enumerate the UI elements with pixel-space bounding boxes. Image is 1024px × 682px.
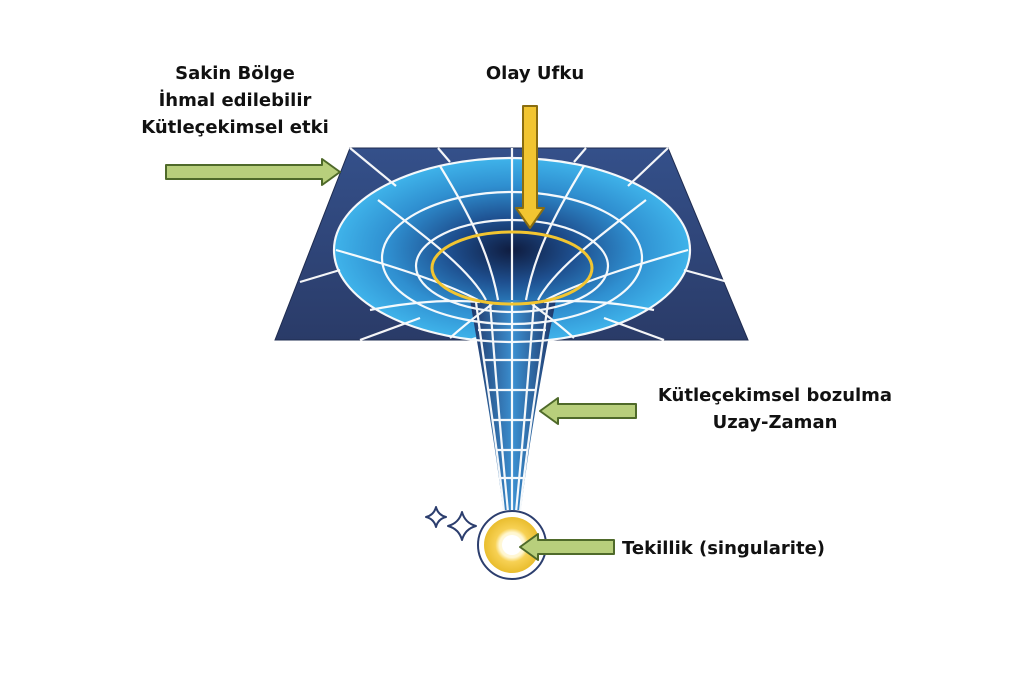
distortion-line-2: Uzay-Zaman — [712, 412, 838, 433]
event-horizon-ring — [430, 230, 594, 306]
event-horizon-label: Olay Ufku — [470, 60, 600, 87]
calm-zone-line-1: Sakin Bölge — [175, 63, 295, 84]
singularity-text: Tekillik (singularite) — [622, 538, 826, 559]
event-horizon-arrow — [515, 105, 545, 229]
calm-zone-arrow — [165, 158, 341, 186]
distortion-line-1: Kütleçekimsel bozulma — [657, 385, 893, 406]
calm-zone-label: Sakin Bölge İhmal edilebilir Kütleçekims… — [100, 60, 370, 141]
calm-zone-line-2: İhmal edilebilir — [158, 90, 312, 111]
distortion-arrow — [539, 397, 637, 425]
singularity-arrow — [519, 533, 615, 561]
event-horizon-text: Olay Ufku — [485, 63, 585, 84]
calm-zone-line-3: Kütleçekimsel etki — [141, 117, 329, 138]
singularity-label: Tekillik (singularite) — [622, 535, 825, 562]
distortion-label: Kütleçekimsel bozulma Uzay-Zaman — [620, 382, 930, 436]
sparkle-icon — [425, 506, 477, 541]
